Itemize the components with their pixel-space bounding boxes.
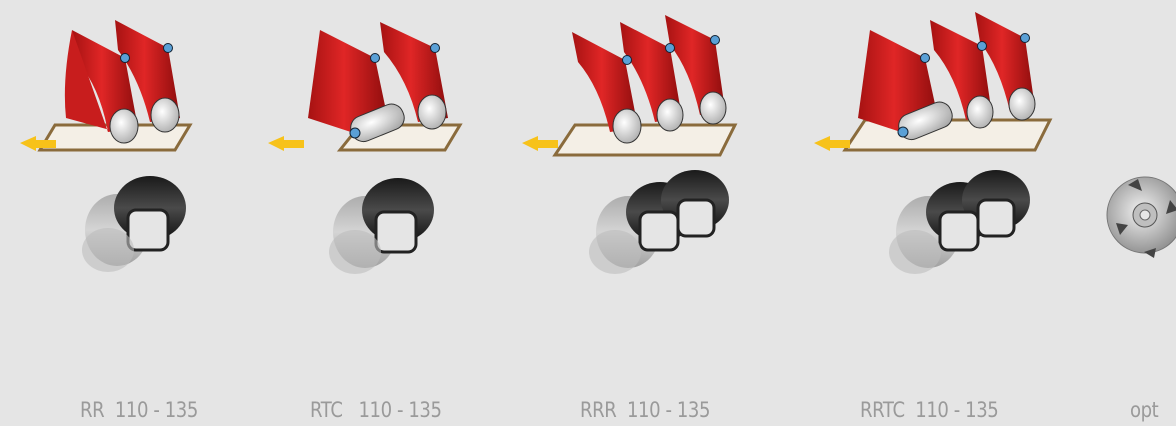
cutter-disc-icon: [1100, 0, 1176, 390]
model-rr: RR 110 - 135: [0, 0, 230, 426]
belt-diagram-rtc: [250, 0, 480, 390]
model-label-rr: RR 110 - 135: [80, 398, 198, 422]
roller-icon: [82, 176, 186, 272]
model-opt: opt: [1100, 0, 1176, 426]
model-rtc: RTC 110 - 135: [250, 0, 480, 426]
roller-icon: [589, 170, 729, 274]
roller-icon: [329, 178, 434, 274]
belt-diagram-rrtc: [800, 0, 1060, 390]
model-label-opt: opt: [1130, 398, 1158, 422]
direction-arrow-icon: [268, 136, 304, 151]
model-label-rrtc: RRTC 110 - 135: [860, 398, 998, 422]
model-label-rtc: RTC 110 - 135: [310, 398, 442, 422]
model-rrtc: RRTC 110 - 135: [800, 0, 1060, 426]
belt-diagram-rr: [0, 0, 230, 390]
belt-diagram-rrr: [510, 0, 750, 390]
roller-icon: [889, 170, 1030, 274]
model-label-rrr: RRR 110 - 135: [580, 398, 710, 422]
direction-arrow-icon: [522, 136, 558, 151]
model-rrr: RRR 110 - 135: [510, 0, 750, 426]
